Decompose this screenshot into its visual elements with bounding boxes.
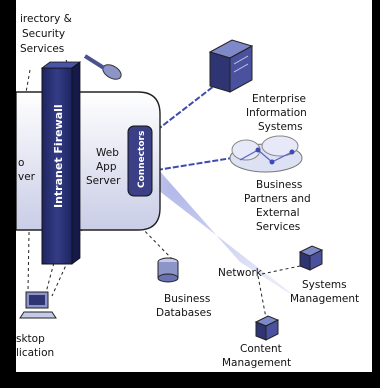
partners-label-3: External: [256, 207, 300, 219]
connectors-block: Connectors: [127, 125, 153, 197]
enterprise-server-icon: [208, 39, 254, 93]
web-server-label-1: o: [18, 157, 24, 169]
databases-label-1: Business: [164, 293, 210, 305]
svg-text:Management: Management: [290, 293, 359, 305]
directory-label-3: Services: [20, 43, 64, 55]
svg-text:App: App: [96, 161, 117, 173]
web-server-partial: o ver: [18, 157, 36, 183]
svg-text:Business: Business: [164, 293, 210, 305]
desktop-label-1: sktop: [16, 333, 45, 345]
content-label-1: Content: [240, 343, 282, 355]
systems-server-icon: [298, 245, 324, 271]
firewall-label: Intranet Firewall: [52, 104, 65, 208]
business-databases: Business Databases: [156, 293, 212, 319]
web-server-label-2: ver: [18, 171, 36, 183]
network-label: Network: [218, 267, 263, 279]
web-app-server: Web App Server: [86, 147, 121, 187]
bottom-frame: [0, 372, 380, 383]
connectors-label: Connectors: [137, 131, 147, 188]
svg-text:ver: ver: [18, 171, 36, 183]
intranet-firewall: Intranet Firewall: [40, 61, 82, 265]
svg-text:o: o: [18, 157, 24, 169]
svg-text:sktop: sktop: [16, 333, 45, 345]
partners-label-2: Partners and: [244, 193, 311, 205]
partners-label-4: Services: [256, 221, 300, 233]
right-frame: [372, 0, 380, 383]
svg-text:Systems: Systems: [258, 121, 303, 133]
svg-text:Management: Management: [222, 357, 291, 369]
svg-text:Services: Services: [256, 221, 300, 233]
partners-label-1: Business: [256, 179, 302, 191]
enterprise-systems: Enterprise Information Systems: [246, 93, 307, 133]
databases-label-2: Databases: [156, 307, 212, 319]
systems-label-2: Management: [290, 293, 359, 305]
desktop-label-2: lication: [16, 347, 54, 359]
svg-text:Content: Content: [240, 343, 282, 355]
systems-label-1: Systems: [302, 279, 347, 291]
svg-text:Systems: Systems: [302, 279, 347, 291]
content-label-2: Management: [222, 357, 291, 369]
enterprise-label-2: Information: [246, 107, 307, 119]
systems-management: Systems Management: [290, 279, 359, 305]
desktop-application: sktop lication: [16, 333, 54, 359]
svg-text:Partners and: Partners and: [244, 193, 311, 205]
svg-text:Databases: Databases: [156, 307, 212, 319]
svg-text:lication: lication: [16, 347, 54, 359]
svg-text:Web: Web: [96, 147, 119, 159]
database-icon: [157, 257, 179, 283]
content-server-icon: [254, 315, 280, 341]
key-icon: [83, 54, 122, 80]
web-app-label-2: App: [96, 161, 117, 173]
svg-text:irectory &: irectory &: [20, 13, 72, 25]
directory-services: irectory & Security Services: [20, 13, 72, 55]
enterprise-label-3: Systems: [258, 121, 303, 133]
web-app-label-3: Server: [86, 175, 121, 187]
business-partners: Business Partners and External Services: [244, 179, 311, 233]
svg-text:Information: Information: [246, 107, 307, 119]
web-app-label-1: Web: [96, 147, 119, 159]
blue-links: [156, 85, 233, 171]
directory-label-2: Security: [22, 28, 65, 40]
directory-label-1: irectory &: [20, 13, 72, 25]
left-frame: [0, 0, 16, 383]
svg-text:Security: Security: [22, 28, 65, 40]
content-management: Content Management: [222, 343, 291, 369]
enterprise-label-1: Enterprise: [252, 93, 306, 105]
svg-text:External: External: [256, 207, 300, 219]
svg-text:Services: Services: [20, 43, 64, 55]
svg-text:Business: Business: [256, 179, 302, 191]
desktop-computer-icon: [19, 291, 57, 319]
svg-text:Server: Server: [86, 175, 121, 187]
svg-text:Enterprise: Enterprise: [252, 93, 306, 105]
cloud-icon: [229, 135, 303, 173]
